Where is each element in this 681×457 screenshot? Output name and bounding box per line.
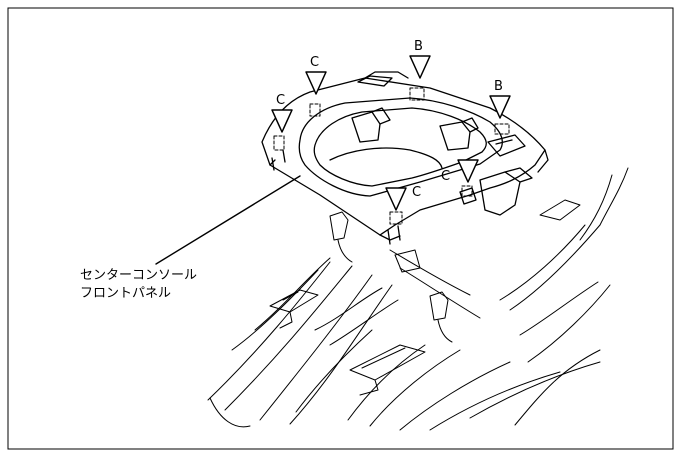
callout-b1: B — [414, 39, 423, 54]
frame-border — [7, 7, 674, 450]
part-label-line1: センターコンソール — [80, 268, 198, 283]
callout-c2: C — [310, 55, 319, 70]
callout-c3: C — [412, 185, 421, 200]
front-panel — [261, 71, 549, 245]
arrow-b2 — [489, 95, 511, 119]
part-leader-line — [155, 175, 301, 265]
callout-arrows — [271, 55, 511, 211]
arrow-c4 — [457, 159, 479, 183]
callout-c4: C — [441, 169, 450, 184]
callout-c1: C — [276, 93, 285, 108]
arrow-c1 — [271, 109, 293, 133]
part-label-line2: フロントパネル — [80, 286, 172, 301]
console-body — [207, 167, 629, 431]
arrow-b1 — [409, 55, 431, 79]
part-label: センターコンソール フロントパネル — [80, 267, 197, 303]
arrow-c2 — [305, 71, 327, 95]
arrow-c3 — [385, 187, 407, 211]
hidden-clips — [273, 87, 510, 225]
callout-b2: B — [494, 79, 503, 94]
